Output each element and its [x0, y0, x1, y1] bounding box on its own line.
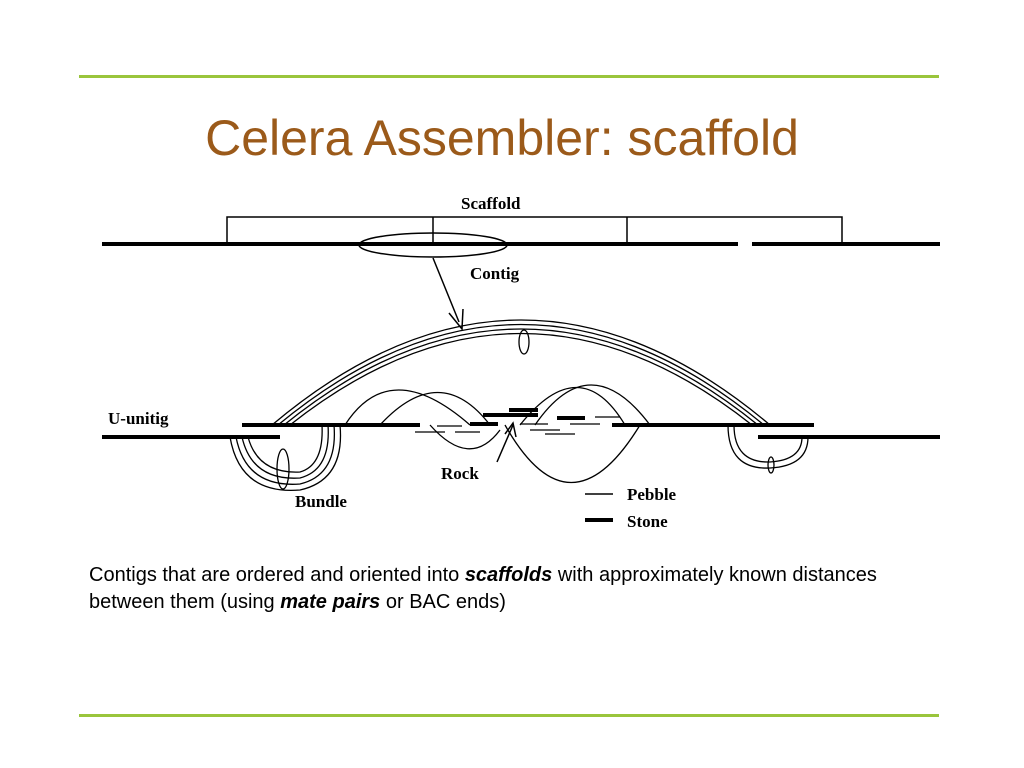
rock-label: Rock [441, 464, 479, 483]
arc-bundle-marker [518, 329, 530, 355]
scaffold-bracket [226, 216, 843, 244]
caption-text-3: or BAC ends) [380, 591, 506, 613]
contig-ellipse [358, 232, 508, 258]
unitig-label: U-unitig [108, 409, 169, 428]
right-loop-marker [767, 456, 775, 474]
scaffold-label: Scaffold [461, 194, 521, 213]
rock-arrow [496, 421, 517, 463]
pebble-label: Pebble [627, 485, 677, 504]
bottom-divider [79, 714, 939, 717]
stone-label: Stone [627, 512, 668, 531]
mate-pair-arcs [271, 319, 771, 483]
caption-emphasis-scaffolds: scaffolds [464, 564, 553, 586]
left-bundle-loops [229, 424, 342, 492]
top-divider [79, 75, 939, 78]
right-loop [727, 424, 809, 469]
caption: Contigs that are ordered and oriented in… [89, 562, 949, 616]
contig-label: Contig [470, 264, 520, 283]
slide-title: Celera Assembler: scaffold [205, 110, 799, 166]
bundle-label: Bundle [295, 492, 347, 511]
stones [470, 408, 585, 426]
pebbles [415, 416, 620, 435]
contig-arrow [432, 257, 464, 331]
bundle-marker [276, 448, 290, 490]
caption-emphasis-mate-pairs: mate pairs [280, 591, 381, 613]
caption-text-2: with approximately known distances betwe… [89, 564, 877, 613]
unitig-line [102, 423, 940, 439]
caption-text-1: Contigs that are ordered and oriented in… [89, 564, 465, 586]
